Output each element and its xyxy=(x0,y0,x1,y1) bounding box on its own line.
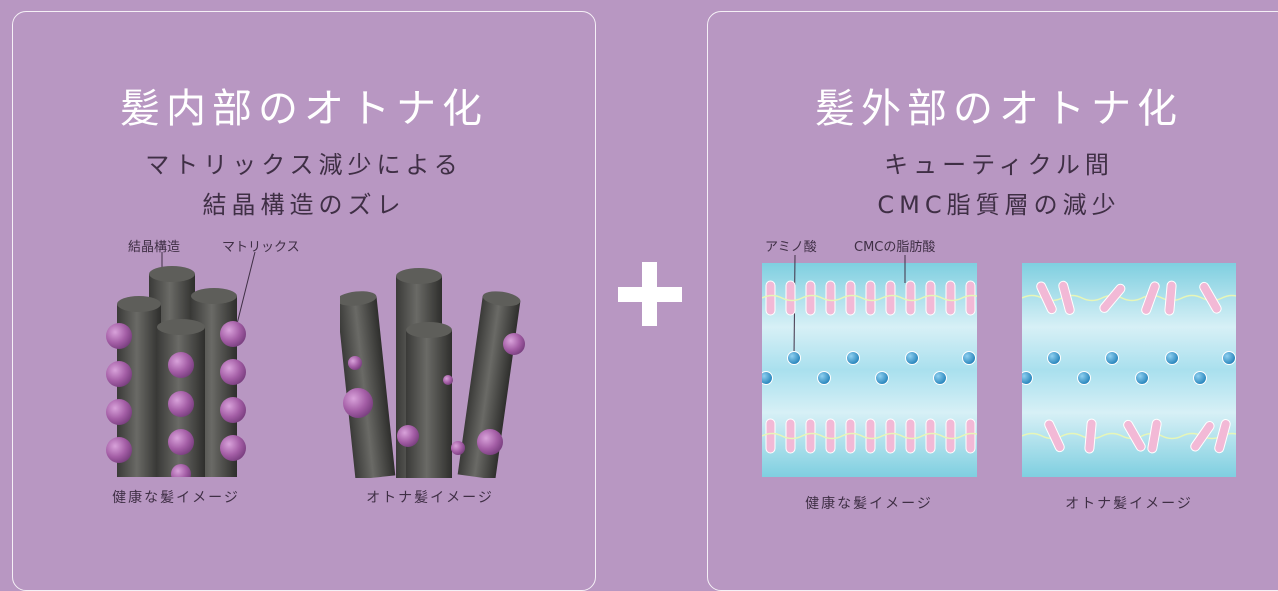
panel-external-aging: 髪外部のオトナ化 キューティクル間 CMC脂質層の減少 xyxy=(707,11,1278,591)
healthy-hair-fiber-illustration xyxy=(106,252,256,477)
label-crystal-structure: 結晶構造 xyxy=(128,240,181,255)
healthy-cmc-caption: 健康な髪イメージ xyxy=(805,496,933,512)
panel-subtitle-line1: キューティクル間 xyxy=(884,151,1114,179)
panel-internal-aging: 髪内部のオトナ化 マトリックス減少による 結晶構造のズレ xyxy=(12,11,596,591)
panel-subtitle-line2: CMC脂質層の減少 xyxy=(877,191,1121,219)
label-cmc-fatty-acid: CMCの脂肪酸 xyxy=(854,240,936,255)
panel-subtitle-line1: マトリックス減少による xyxy=(145,151,463,179)
healthy-cmc-layer-illustration xyxy=(762,255,977,477)
healthy-hair-caption: 健康な髪イメージ xyxy=(112,490,240,506)
label-amino-acid: アミノ酸 xyxy=(765,240,817,255)
plus-icon xyxy=(618,262,682,326)
aged-cmc-layer-illustration xyxy=(1022,263,1236,477)
panel-title: 髪内部のオトナ化 xyxy=(120,86,488,132)
aged-hair-caption: オトナ髪イメージ xyxy=(366,490,494,506)
label-matrix: マトリックス xyxy=(222,240,300,255)
aged-cmc-caption: オトナ髪イメージ xyxy=(1065,496,1193,512)
panel-subtitle-line2: 結晶構造のズレ xyxy=(202,191,406,219)
panel-title: 髪外部のオトナ化 xyxy=(815,86,1183,132)
aged-hair-fiber-illustration xyxy=(340,268,525,478)
